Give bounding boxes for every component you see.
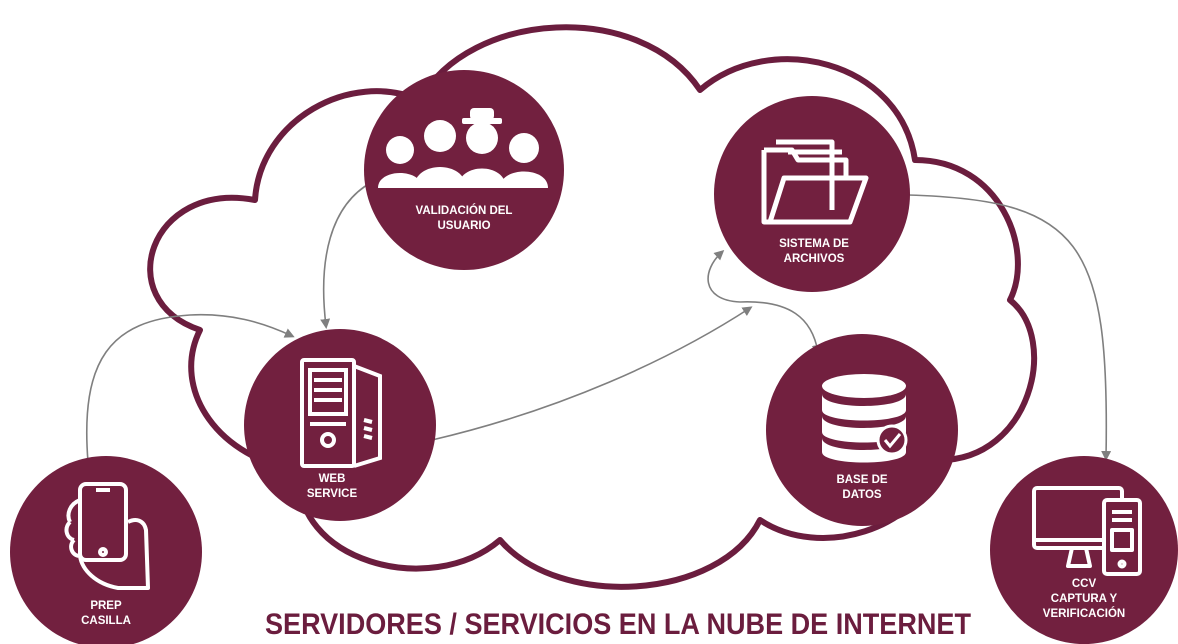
arrow-hub-to-basedatos [739,301,822,355]
node-label-line2: USUARIO [437,220,490,232]
node-label-line2: CAPTURA Y [1051,593,1118,605]
connectors [86,181,1112,463]
node-web-service: WEB SERVICE [244,329,436,521]
node-ccv: CCV CAPTURA Y VERIFICACIÓN [990,456,1178,644]
node-label-line1: CCV [1072,578,1097,590]
smartphone-hand-icon [64,482,150,590]
node-label-line1: VALIDACIÓN DEL [416,204,513,217]
node-circle [364,70,564,270]
arrow-validacion-to-webservice [320,181,373,329]
node-base-datos: BASE DE DATOS [766,334,958,526]
arrow-hub-to-archivos [707,249,741,303]
node-label-line1: WEB [319,473,346,485]
node-label-line1: SISTEMA DE [779,238,849,250]
cloud-outline [147,24,1037,590]
node-label-line2: ARCHIVOS [784,253,845,265]
database-icon [822,374,908,463]
node-label-line2: DATOS [842,489,882,501]
node-circle [714,96,910,292]
folder-icon [761,139,869,225]
node-label-line2: CASILLA [81,615,131,627]
diagram-caption: SERVIDORES / SERVICIOS EN LA NUBE DE INT… [265,608,971,641]
arrow-webservice-to-hub [431,306,753,441]
node-label-line1: BASE DE [836,474,887,486]
people-group-icon [378,108,548,188]
node-validacion-usuario: VALIDACIÓN DEL USUARIO [364,70,564,270]
desktop-tablet-icon [1032,486,1142,576]
arrow-archivos-to-ccv [907,194,1112,461]
node-label-line1: PREP [90,600,122,612]
arrow-prep-to-webservice [86,313,295,463]
node-label-line2: SERVICE [307,488,358,500]
node-sistema-archivos: SISTEMA DE ARCHIVOS [714,96,910,292]
node-label-line3: VERIFICACIÓN [1043,607,1125,620]
node-prep-casilla: PREP CASILLA [10,456,202,644]
server-tower-icon [300,358,382,468]
